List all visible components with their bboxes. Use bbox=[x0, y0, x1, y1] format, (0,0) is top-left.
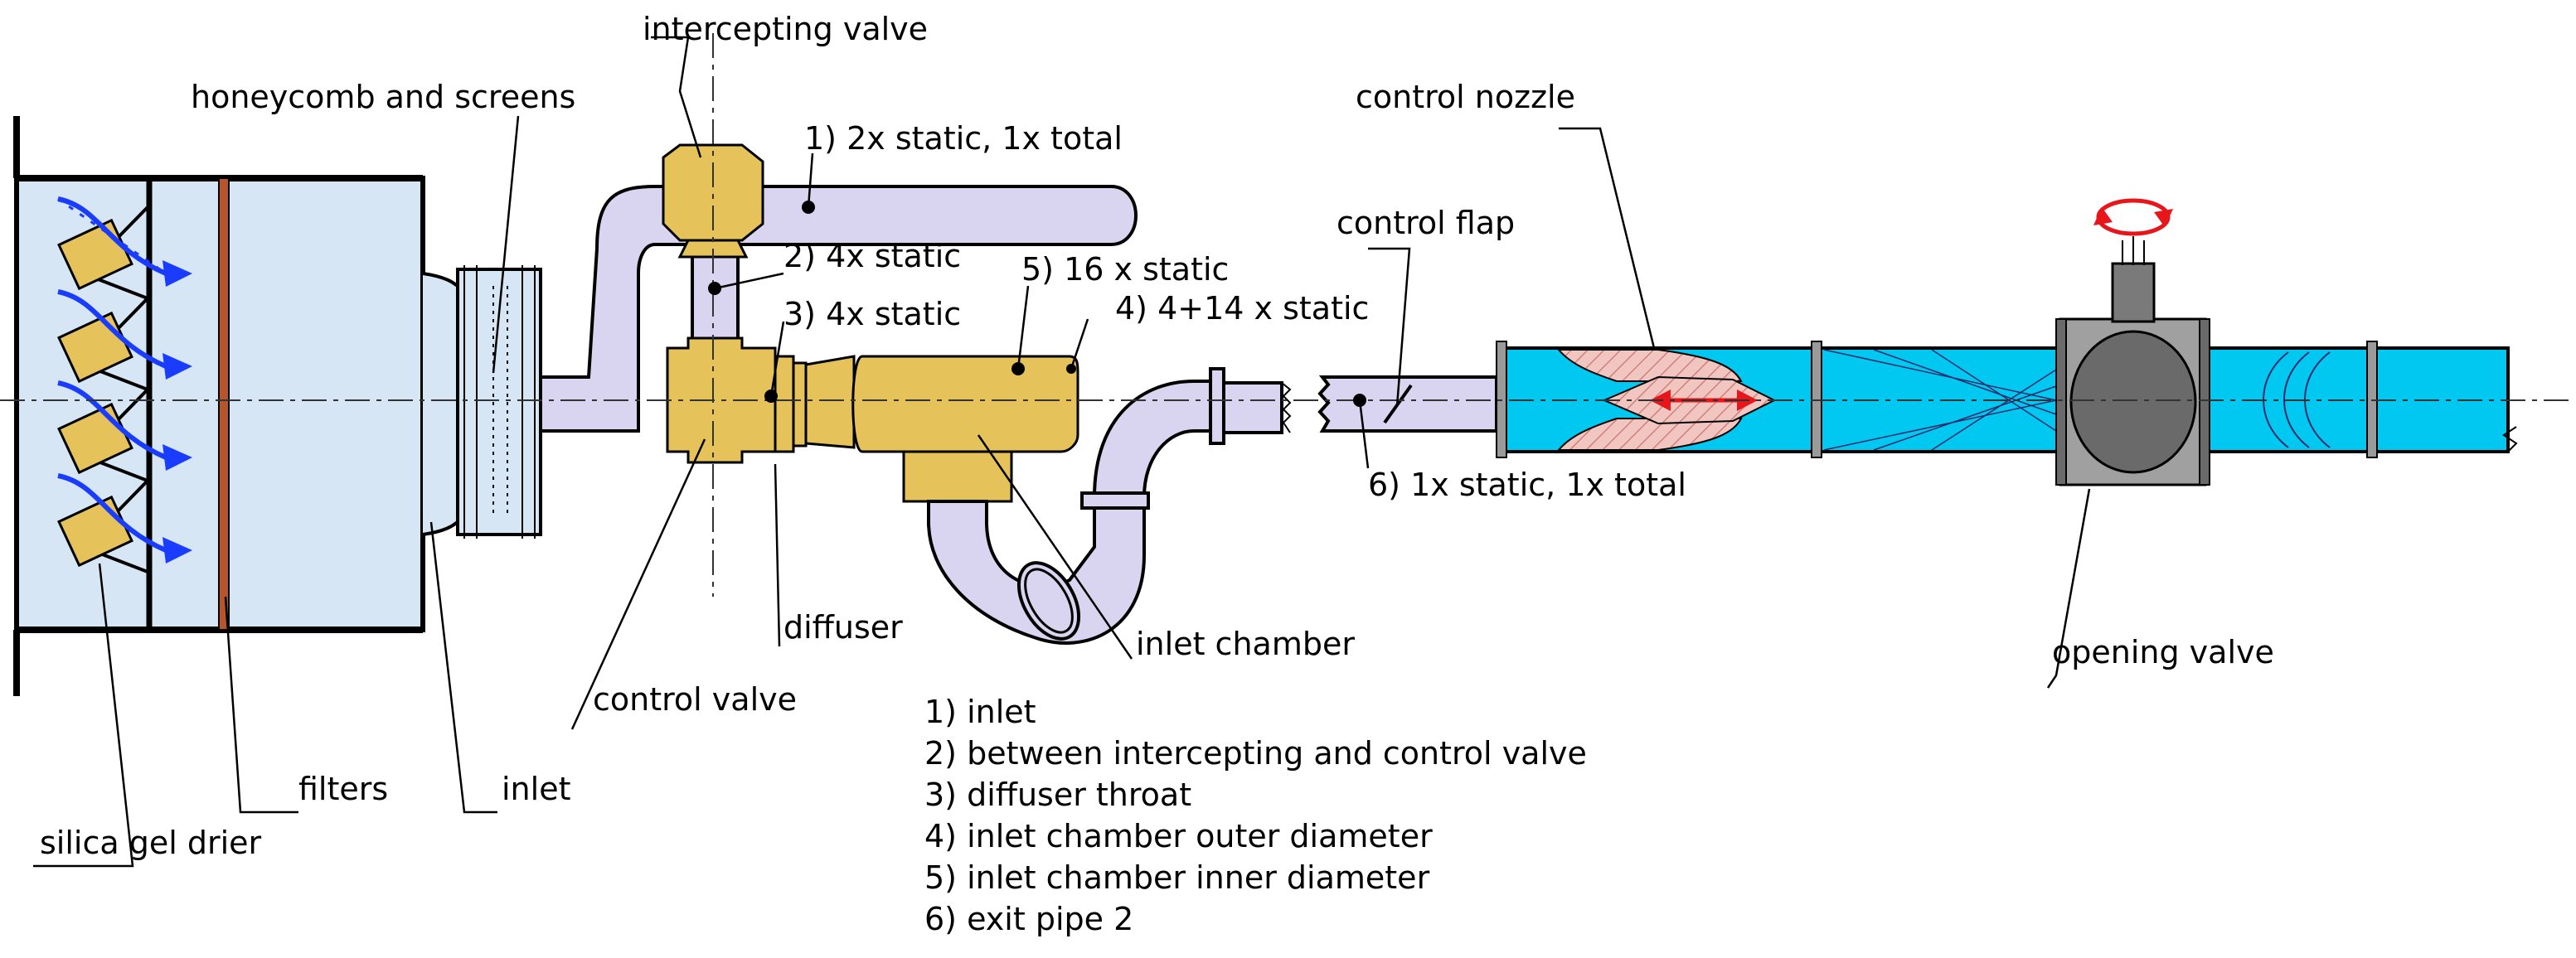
label-tap-3: 3) 4x static bbox=[783, 296, 961, 332]
u-bend-pipe bbox=[927, 367, 1292, 645]
label-honeycomb: honeycomb and screens bbox=[191, 79, 575, 115]
legend-item: 4) inlet chamber outer diameter bbox=[924, 818, 1433, 854]
inlet-bellmouth bbox=[422, 265, 542, 539]
label-filters: filters bbox=[298, 771, 388, 807]
legend-item: 5) inlet chamber inner diameter bbox=[924, 859, 1430, 896]
labels: intercepting valve honeycomb and screens… bbox=[40, 11, 2274, 861]
exit-pipe-2 bbox=[1317, 375, 1498, 433]
leader-lines bbox=[33, 36, 2091, 868]
label-inlet: inlet bbox=[502, 771, 570, 807]
legend-item: 1) inlet bbox=[924, 694, 1036, 730]
label-tap-1: 1) 2x static, 1x total bbox=[804, 120, 1123, 157]
label-tap-5: 5) 16 x static bbox=[1021, 251, 1229, 288]
inlet-chamber bbox=[851, 355, 1079, 503]
legend-item: 2) between intercepting and control valv… bbox=[924, 735, 1587, 772]
label-tap-2: 2) 4x static bbox=[783, 238, 961, 274]
legend-item: 6) exit pipe 2 bbox=[924, 901, 1133, 937]
legend: 1) inlet 2) between intercepting and con… bbox=[924, 694, 1587, 937]
label-control-flap: control flap bbox=[1337, 205, 1515, 241]
label-silica-gel-drier: silica gel drier bbox=[40, 825, 262, 861]
label-control-valve: control valve bbox=[593, 681, 797, 718]
silica-gel-drier bbox=[57, 196, 192, 573]
measurement-points bbox=[708, 201, 1366, 407]
exit-diffuser-lines bbox=[1823, 349, 2057, 451]
legend-item: 3) diffuser throat bbox=[924, 777, 1191, 813]
label-control-nozzle: control nozzle bbox=[1356, 79, 1575, 115]
label-tap-4: 4) 4+14 x static bbox=[1115, 290, 1369, 327]
bypass-pipe bbox=[539, 185, 1138, 433]
opening-valve bbox=[2055, 198, 2210, 486]
label-inlet-chamber: inlet chamber bbox=[1136, 626, 1355, 662]
filter-plate bbox=[218, 177, 230, 631]
label-opening-valve: opening valve bbox=[2052, 634, 2274, 670]
rotate-arrow-icon bbox=[2093, 198, 2173, 236]
diffuser bbox=[774, 355, 856, 453]
label-intercepting-valve: intercepting valve bbox=[643, 11, 928, 47]
label-tap-6: 6) 1x static, 1x total bbox=[1368, 467, 1686, 503]
label-diffuser: diffuser bbox=[783, 609, 903, 646]
flow-arrow-icon bbox=[57, 196, 167, 553]
